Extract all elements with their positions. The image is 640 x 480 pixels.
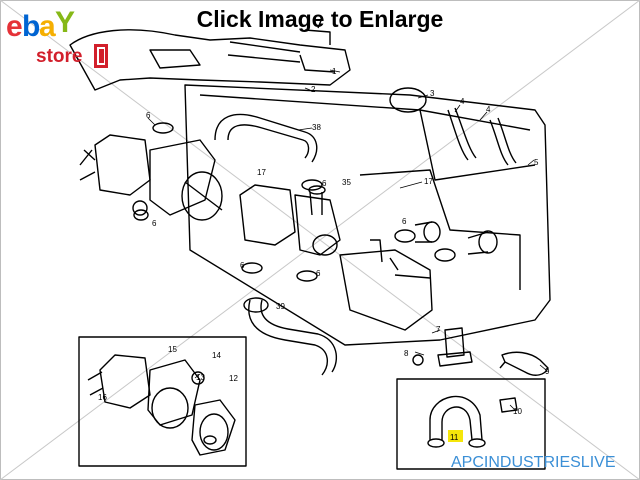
store-label: store <box>36 46 83 67</box>
callout-39: 39 <box>276 302 285 311</box>
callout-2: 2 <box>311 85 316 94</box>
callout-7: 7 <box>436 325 441 334</box>
callout-17b: 17 <box>424 177 433 186</box>
control-panel <box>184 84 551 346</box>
leader-lines <box>147 69 547 411</box>
callout-3: 3 <box>430 89 435 98</box>
top-housing <box>69 17 351 91</box>
page-title[interactable]: Click Image to Enlarge <box>196 6 444 32</box>
ebay-store-logo[interactable]: e b a Y store <box>6 6 116 72</box>
callout-15: 15 <box>168 345 177 354</box>
bolt-and-nut <box>412 327 473 367</box>
lower-hose-39 <box>243 297 338 376</box>
inset-pump-assembly <box>78 336 247 467</box>
callout-12: 12 <box>229 374 238 383</box>
callout-10: 10 <box>513 407 522 416</box>
callout-13: 13 <box>196 373 205 382</box>
ebay-letter-b: b <box>22 10 40 43</box>
center-pump-assembly <box>239 184 341 256</box>
ebay-letter-e: e <box>6 10 23 43</box>
inset-bracket <box>396 378 546 470</box>
left-pump-assembly <box>79 134 223 221</box>
ebay-letter-a: a <box>39 10 56 43</box>
callout-11: 11 <box>450 433 459 442</box>
callout-6b: 6 <box>152 219 157 228</box>
callout-35: 35 <box>342 178 351 187</box>
ebay-letter-y: Y <box>55 6 75 39</box>
callout-1: 1 <box>332 67 337 76</box>
rear-hoses <box>447 107 517 166</box>
callout-11-highlight <box>448 430 463 442</box>
callout-5: 5 <box>534 158 539 167</box>
hose-clamps <box>133 122 323 282</box>
watermark-text: APCINDUSTRIESLIVE <box>451 454 616 471</box>
callout-6e: 6 <box>322 179 327 188</box>
callout-14: 14 <box>212 351 221 360</box>
callout-6f: 6 <box>402 217 407 226</box>
valve-block <box>339 239 433 331</box>
callout-8: 8 <box>404 349 409 358</box>
cap-3 <box>389 87 427 113</box>
right-connectors <box>394 221 498 262</box>
callout-9: 9 <box>545 367 550 376</box>
callout-6d: 6 <box>316 269 321 278</box>
callout-6a: 6 <box>146 111 151 120</box>
callout-6c: 6 <box>240 261 245 270</box>
wrench-9 <box>499 351 549 376</box>
callout-labels: 1 2 3 4 4 5 6 6 6 6 6 6 7 8 9 10 11 12 1… <box>98 67 550 442</box>
store-door-icon <box>94 44 108 68</box>
callout-17a: 17 <box>257 168 266 177</box>
callout-38: 38 <box>312 123 321 132</box>
callout-4a: 4 <box>460 97 465 106</box>
callout-16: 16 <box>98 393 107 402</box>
callout-4b: 4 <box>486 105 491 114</box>
bent-hose-38 <box>214 113 318 163</box>
